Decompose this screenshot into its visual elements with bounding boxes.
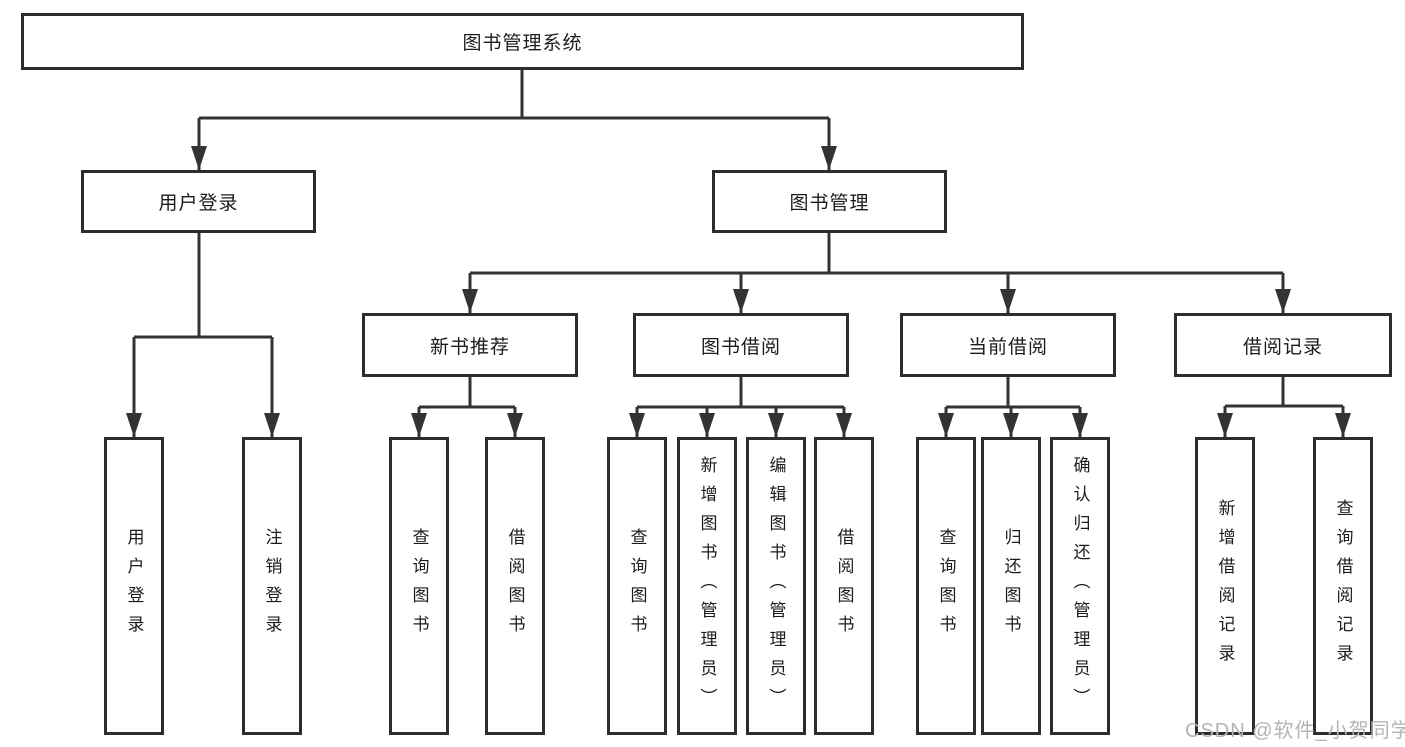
leaf-query-book-recommend: 查询图书 [389,437,449,735]
node-user-login: 用户登录 [81,170,316,233]
node-book-borrow-label: 图书借阅 [700,336,781,358]
csdn-watermark: CSDN @软件_小贺同学 [1185,720,1405,742]
leaf-confirm-return-admin: 确认归还（管理员） [1050,437,1110,735]
leaf-query-borrow-record-label: 查询借阅记录 [1333,499,1353,673]
leaf-return-book-label: 归还图书 [1001,528,1021,644]
node-root-label: 图书管理系统 [462,33,583,54]
leaf-add-book-admin: 新增图书（管理员） [677,437,737,735]
leaf-confirm-return-admin-label: 确认归还（管理员） [1070,455,1090,717]
node-borrow-record: 借阅记录 [1174,313,1392,377]
node-user-login-label: 用户登录 [158,193,239,214]
node-new-book-recommend: 新书推荐 [362,313,578,377]
leaf-user-login: 用户登录 [104,437,164,735]
node-current-borrow: 当前借阅 [900,313,1116,377]
leaf-edit-book-admin: 编辑图书（管理员） [746,437,806,735]
node-current-borrow-label: 当前借阅 [967,336,1048,358]
leaf-borrow-book-recommend-label: 借阅图书 [505,528,525,644]
leaf-add-borrow-record-label: 新增借阅记录 [1215,499,1235,673]
leaf-query-book-current: 查询图书 [916,437,976,735]
leaf-borrow-book-recommend: 借阅图书 [485,437,545,735]
leaf-logout-login-label: 注销登录 [262,528,282,644]
node-book-management: 图书管理 [712,170,947,233]
leaf-query-book-borrow-label: 查询图书 [627,528,647,644]
leaf-borrow-book-borrow: 借阅图书 [814,437,874,735]
leaf-query-book-current-label: 查询图书 [936,528,956,644]
node-new-book-recommend-label: 新书推荐 [429,336,510,358]
leaf-logout-login: 注销登录 [242,437,302,735]
leaf-query-borrow-record: 查询借阅记录 [1313,437,1373,735]
node-root: 图书管理系统 [21,13,1024,70]
leaf-borrow-book-borrow-label: 借阅图书 [834,528,854,644]
node-book-borrow: 图书借阅 [633,313,849,377]
leaf-add-book-admin-label: 新增图书（管理员） [697,455,717,717]
leaf-return-book: 归还图书 [981,437,1041,735]
leaf-edit-book-admin-label: 编辑图书（管理员） [766,455,786,717]
leaf-query-book-borrow: 查询图书 [607,437,667,735]
node-borrow-record-label: 借阅记录 [1242,336,1323,358]
leaf-query-book-recommend-label: 查询图书 [409,528,429,644]
node-book-management-label: 图书管理 [789,193,870,214]
leaf-add-borrow-record: 新增借阅记录 [1195,437,1255,735]
leaf-user-login-label: 用户登录 [124,528,144,644]
